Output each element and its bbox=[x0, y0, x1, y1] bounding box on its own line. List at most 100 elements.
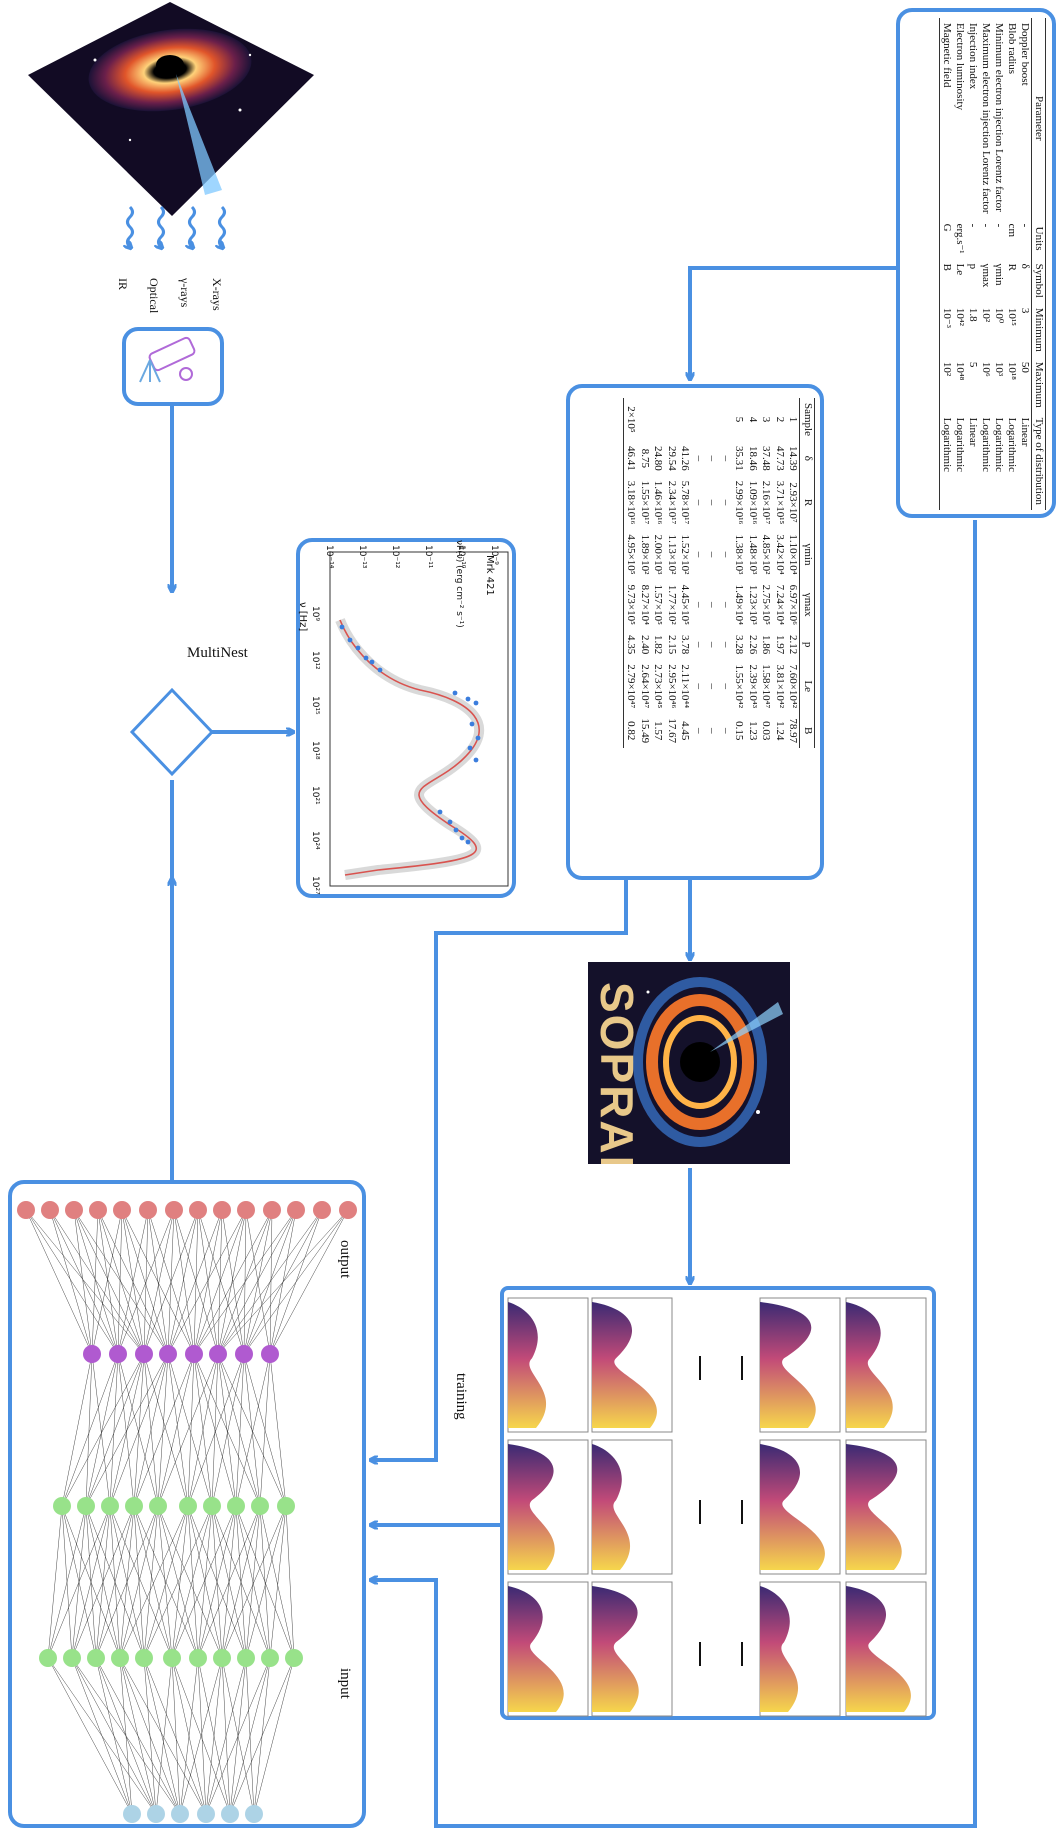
simulated-sed bbox=[846, 1586, 911, 1712]
flow-lines bbox=[172, 266, 977, 1828]
param-cell: 10⁴⁸ bbox=[954, 361, 966, 381]
simulated-sed bbox=[592, 1444, 631, 1570]
sample-cell: 1.24 bbox=[774, 721, 786, 741]
param-cell: - bbox=[1019, 223, 1031, 228]
nn-neuron bbox=[111, 1649, 129, 1667]
param-header: Units bbox=[1031, 218, 1046, 259]
sample-cell: 3.28 bbox=[733, 634, 746, 655]
nn-neuron bbox=[203, 1497, 221, 1515]
nn-neuron bbox=[287, 1201, 305, 1219]
sample-cell: – bbox=[720, 551, 732, 558]
simulated-sed bbox=[760, 1586, 799, 1712]
sample-cell: 1 bbox=[787, 416, 800, 423]
sample-header: γmax bbox=[800, 579, 815, 630]
param-cell: γmin bbox=[993, 263, 1005, 286]
param-cell: 10⁶ bbox=[980, 361, 992, 377]
sample-cell: 15.49 bbox=[639, 718, 651, 744]
sample-cell: 2.39×10⁴³ bbox=[747, 664, 759, 709]
sed-grid bbox=[507, 1297, 927, 1717]
xray-label: X-rays bbox=[210, 278, 224, 311]
sample-cell: 8.75 bbox=[639, 448, 651, 468]
sample-cell: – bbox=[693, 551, 705, 558]
xray-arrow bbox=[220, 205, 225, 247]
sample-cell: 0.82 bbox=[625, 721, 638, 741]
sed-x-tick: 10²⁴ bbox=[310, 831, 320, 850]
nn-neuron bbox=[147, 1805, 165, 1823]
nn-neuron bbox=[159, 1345, 177, 1363]
sample-cell: – bbox=[693, 727, 705, 734]
sample-cell: – bbox=[693, 602, 705, 608]
soprano-text: SOPRANO bbox=[591, 982, 643, 1164]
nn-neuron bbox=[179, 1497, 197, 1515]
nn-neuron bbox=[135, 1649, 153, 1667]
nn-neuron bbox=[185, 1345, 203, 1363]
sample-cell: 4 bbox=[747, 416, 759, 423]
nn-neuron bbox=[113, 1201, 131, 1219]
nn-neuron bbox=[261, 1649, 279, 1667]
nn-neuron bbox=[189, 1201, 207, 1219]
sample-header: δ bbox=[800, 441, 815, 476]
sample-cell bbox=[678, 398, 692, 441]
sample-cell: 37.48 bbox=[760, 446, 773, 471]
sample-cell: 14.39 bbox=[787, 446, 800, 471]
sample-cell: 1.82 bbox=[652, 634, 665, 655]
param-header: Maximum bbox=[1031, 356, 1046, 413]
gamma-label: γ-rays bbox=[178, 278, 192, 308]
nn-neuron bbox=[77, 1497, 95, 1515]
nn-neuron bbox=[65, 1201, 83, 1219]
nn-neuron bbox=[163, 1649, 181, 1667]
param-cell: Logarithmic bbox=[993, 417, 1005, 473]
param-table-box bbox=[896, 8, 1056, 518]
param-row: Minimum electron injection Lorentz facto… bbox=[992, 18, 1005, 510]
training-label: training bbox=[453, 1373, 469, 1420]
sample-cell: 3.78 bbox=[679, 634, 692, 655]
param-cell: 1.8 bbox=[967, 307, 979, 322]
sample-cell: 2.95×10⁴⁶ bbox=[666, 664, 678, 709]
nn-neuron bbox=[213, 1201, 231, 1219]
sed-x-tick: 10⁹ bbox=[310, 606, 320, 622]
sample-cell: 1.55×10¹⁷ bbox=[639, 480, 651, 525]
sample-cell: – bbox=[706, 683, 719, 690]
param-cell: - bbox=[980, 223, 992, 228]
simulated-sed bbox=[508, 1444, 555, 1570]
sample-header: B bbox=[800, 713, 815, 749]
nn-neuron bbox=[197, 1805, 215, 1823]
nn-neuron bbox=[63, 1649, 81, 1667]
sample-cell: 1.97 bbox=[774, 634, 786, 655]
sample-cell: 2.79×10⁴⁷ bbox=[625, 664, 638, 709]
nn-neuron bbox=[101, 1497, 119, 1515]
sample-cell: 7.24×10⁴ bbox=[774, 584, 786, 625]
sample-cell: 5 bbox=[733, 416, 746, 423]
nn-neuron bbox=[165, 1201, 183, 1219]
nn-neuron bbox=[139, 1201, 157, 1219]
param-cell: Linear bbox=[967, 417, 979, 447]
sample-cell: 1.23×10³ bbox=[747, 584, 759, 625]
simulated-sed bbox=[508, 1586, 564, 1712]
sample-cell: – bbox=[693, 455, 705, 462]
arrow-samples-to-nn bbox=[372, 880, 628, 1460]
nn-neuron bbox=[109, 1345, 127, 1363]
sample-cell: 4.45 bbox=[679, 721, 692, 741]
arrow-params-to-samples bbox=[690, 266, 898, 378]
sample-cell bbox=[705, 398, 719, 441]
nn-neuron bbox=[125, 1497, 143, 1515]
sample-cell: 2.73×10⁴⁵ bbox=[652, 664, 665, 709]
optical-arrow bbox=[159, 205, 164, 247]
sample-cell: 1.52×10² bbox=[679, 534, 692, 575]
param-cell: p bbox=[967, 263, 979, 270]
sample-cell: 6.97×10⁶ bbox=[787, 584, 800, 625]
sample-header: Sample bbox=[800, 398, 815, 441]
sample-cell: 1.48×10³ bbox=[747, 534, 759, 575]
sample-header: R bbox=[800, 475, 815, 530]
sample-cell: 4.45×10⁵ bbox=[679, 584, 692, 625]
sample-row: ––––––– bbox=[705, 398, 719, 748]
nn-neuron bbox=[313, 1201, 331, 1219]
